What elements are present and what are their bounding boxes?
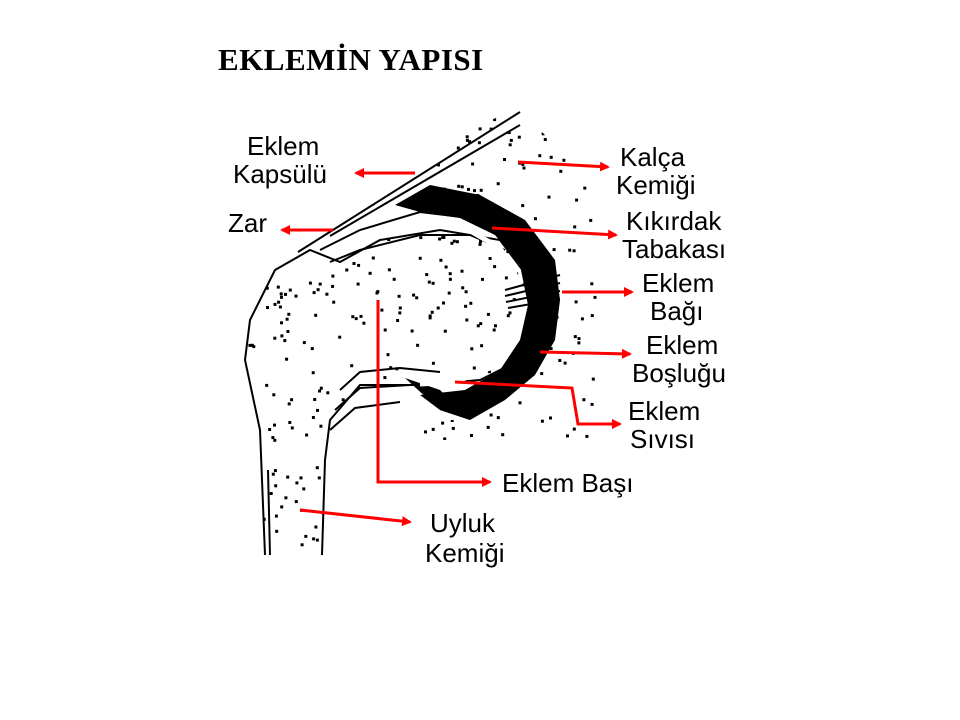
label-cartilage-2: Tabakası [622, 234, 726, 264]
arrow-cavity [539, 348, 632, 359]
arrow-hip [517, 160, 610, 172]
joint-cavity [419, 222, 525, 387]
label-capsule-1: Eklem [247, 131, 319, 161]
arrow-cartilage [491, 226, 618, 240]
cartilage-layer [395, 185, 560, 420]
label-hip-2: Kemiği [616, 170, 695, 200]
label-fluid-2: Sıvısı [630, 424, 695, 454]
label-membrane: Zar [228, 208, 267, 238]
joint-capsule [297, 111, 521, 253]
label-cartilage-1: Kıkırdak [626, 206, 722, 236]
label-femur-1: Uyluk [430, 508, 496, 538]
label-capsule-2: Kapsülü [233, 159, 327, 189]
joint-ligament [504, 274, 561, 309]
label-ligament-1: Eklem [642, 268, 714, 298]
label-head: Eklem Başı [502, 468, 634, 498]
arrow-head [376, 300, 492, 487]
page-title: EKLEMİN YAPISI [218, 42, 484, 77]
label-hip-1: Kalça [620, 142, 686, 172]
label-cavity-1: Eklem [646, 330, 718, 360]
label-ligament-2: Bağı [650, 296, 704, 326]
label-cavity-2: Boşluğu [632, 358, 726, 388]
label-fluid-1: Eklem [628, 396, 700, 426]
arrow-fluid [454, 380, 622, 429]
arrow-femur [299, 508, 412, 527]
label-femur-2: Kemiği [425, 538, 504, 568]
annotation-arrows [280, 160, 634, 527]
